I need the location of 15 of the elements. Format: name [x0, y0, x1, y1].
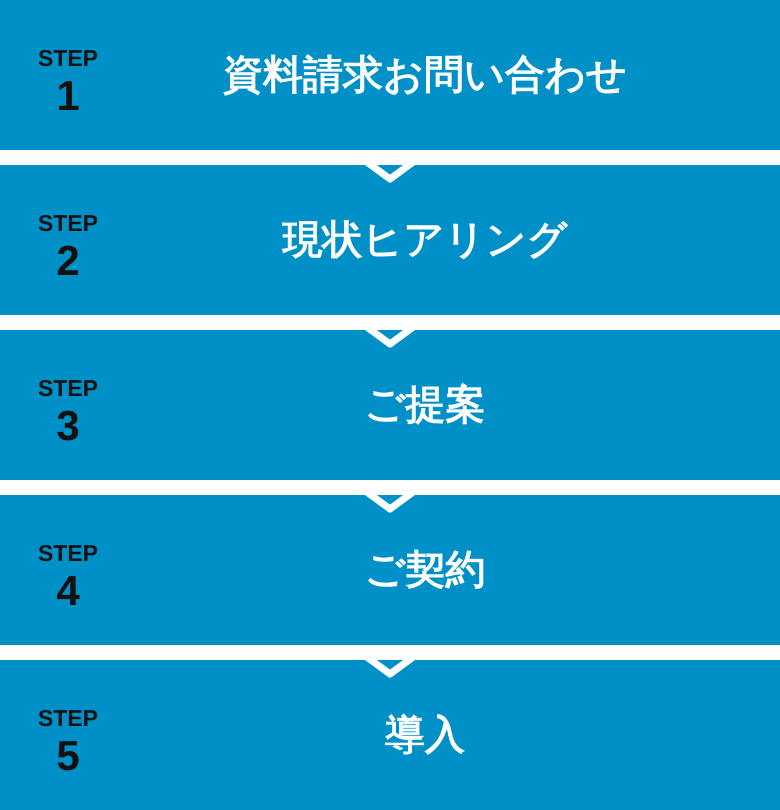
step-band [0, 0, 780, 150]
step-title: 現状ヒアリング [280, 216, 569, 265]
step-band [0, 330, 780, 480]
step-band [0, 165, 780, 315]
step-number: STEP 2 [36, 209, 100, 283]
step-title: 資料請求お問い合わせ [222, 51, 628, 100]
step-title: ご提案 [364, 381, 486, 430]
step-band [0, 660, 780, 810]
step-band [0, 495, 780, 645]
step-title: ご契約 [364, 546, 486, 595]
step-number: STEP 3 [36, 374, 100, 448]
step-number: STEP 1 [36, 44, 100, 118]
step-number: STEP 4 [36, 539, 100, 613]
step-number: STEP 5 [36, 704, 100, 778]
step-title: 導入 [384, 711, 466, 760]
